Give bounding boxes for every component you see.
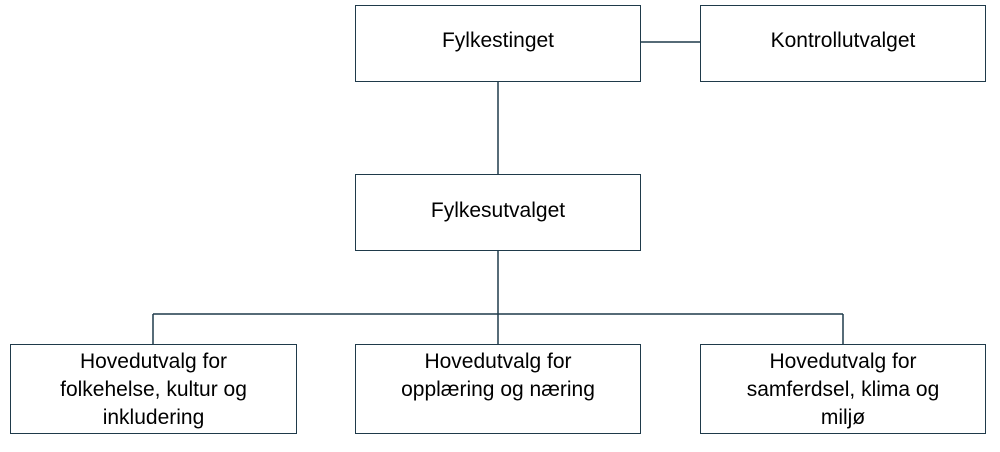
node-label-samferdsel: Hovedutvalg for samferdsel, klima og mil…	[746, 350, 940, 429]
node-label-fylkesutvalget: Fylkesutvalget	[430, 199, 566, 222]
node-hovedutvalg-samferdsel: Hovedutvalg for samferdsel, klima og mil…	[700, 344, 986, 434]
node-hovedutvalg-opplaering: Hovedutvalg for opplæring og næring	[355, 344, 641, 434]
node-hovedutvalg-folkehelse: Hovedutvalg for folkehelse, kultur og in…	[10, 344, 297, 434]
node-label-opplaering: Hovedutvalg for opplæring og næring	[401, 350, 595, 401]
node-fylkestinget: Fylkestinget	[355, 5, 641, 82]
node-fylkesutvalget: Fylkesutvalget	[355, 174, 641, 251]
node-kontrollutvalget: Kontrollutvalget	[700, 5, 986, 82]
node-label-folkehelse: Hovedutvalg for folkehelse, kultur og in…	[60, 350, 247, 429]
node-label-fylkestinget: Fylkestinget	[441, 29, 555, 52]
node-label-kontrollutvalget: Kontrollutvalget	[770, 29, 916, 52]
